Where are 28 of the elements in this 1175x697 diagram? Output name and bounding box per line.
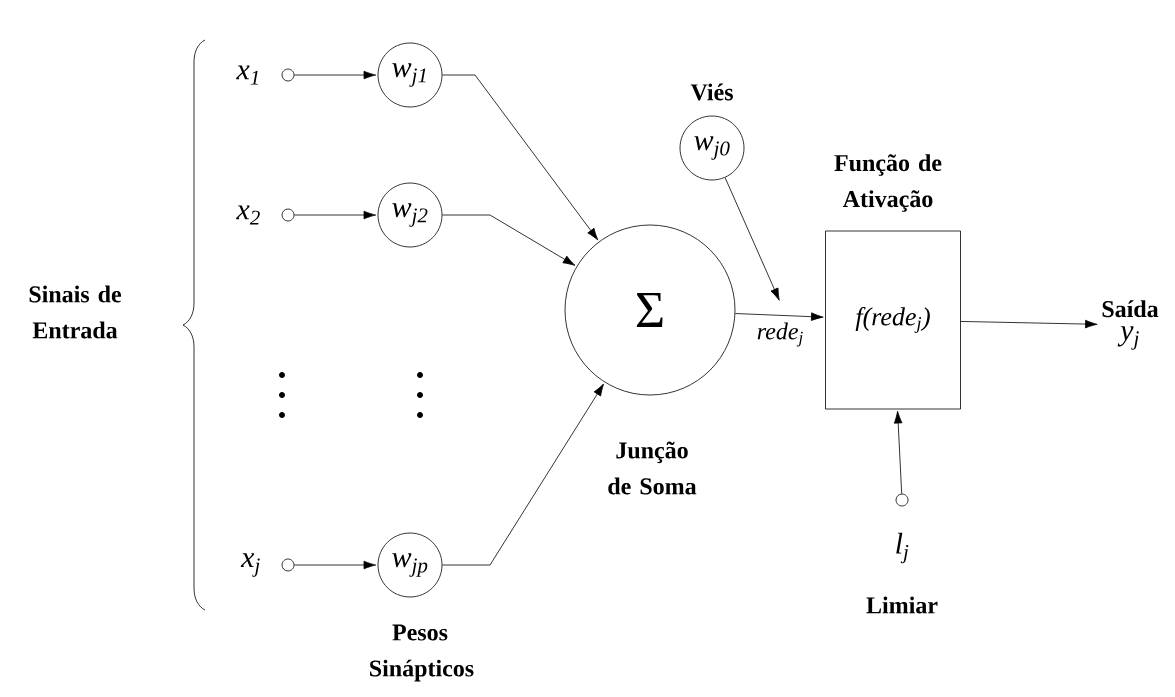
arrow: [442, 74, 599, 241]
output-label: Saída y$_{j}$: [1102, 300, 1159, 350]
node-caption: x$_{j}$: [240, 553, 260, 577]
arrow: [294, 210, 377, 220]
arrow: [294, 70, 377, 80]
activation-box: f(rede$_{j}$): [825, 230, 961, 410]
node-caption: Função de Ativação: [834, 154, 942, 212]
arrow: [893, 410, 903, 494]
node-caption: Junção de Soma: [608, 441, 697, 495]
arrow: [442, 383, 604, 566]
node-caption: x$_{1}$: [236, 65, 259, 85]
side-label: Sinais de Entrada: [29, 285, 122, 339]
side-label: Pesos Sinápticos: [370, 624, 474, 682]
arrow: [734, 312, 824, 321]
node-caption: x$_{2}$: [236, 205, 260, 225]
summing-junction: Σ: [564, 224, 736, 396]
node-caption: Viés: [690, 83, 733, 101]
input-terminal: [281, 68, 295, 82]
input-terminal: [895, 493, 909, 507]
node-caption: Limiar: [866, 596, 938, 614]
arrow: [724, 177, 780, 301]
input-terminal: [281, 208, 295, 222]
arrow: [294, 560, 377, 570]
input-terminal: [281, 558, 295, 572]
arrow: [960, 319, 1098, 329]
edge-label: rede$_{j}$: [757, 322, 803, 347]
node-caption: l$_{j}$: [896, 532, 909, 564]
arrow: [442, 214, 576, 266]
